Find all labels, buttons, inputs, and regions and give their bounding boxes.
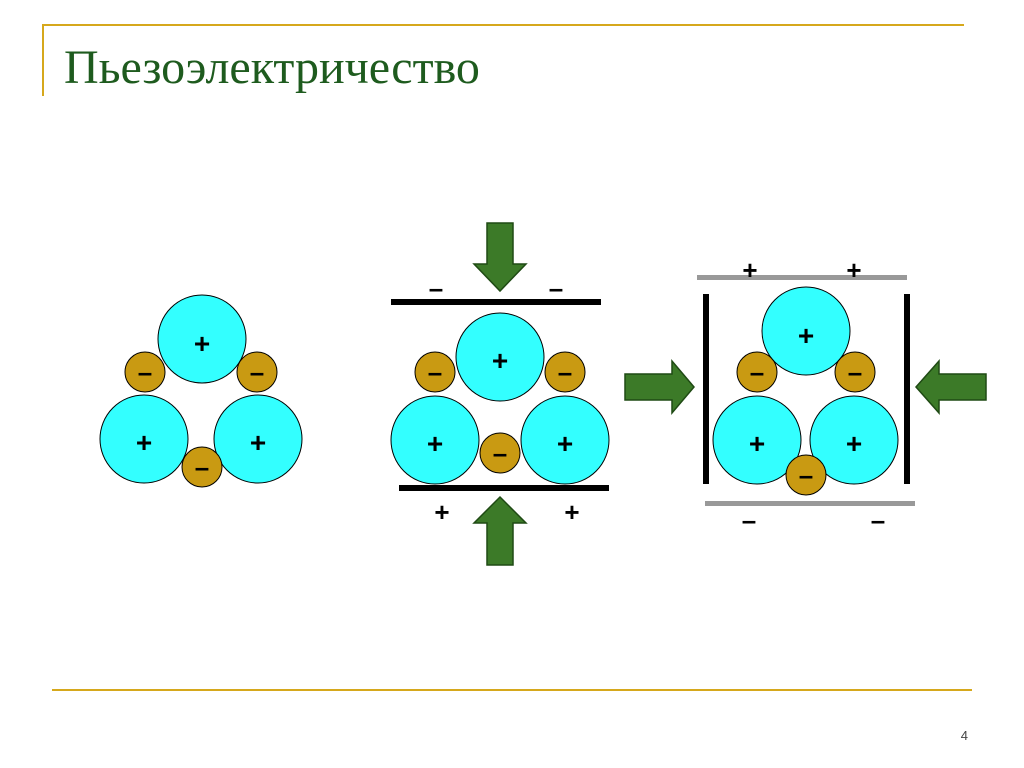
negative-ion bbox=[414, 351, 456, 393]
positive-ion bbox=[455, 312, 545, 402]
minus-sign: – bbox=[250, 357, 264, 387]
horizontal-compression-cell: + + – – + + + – – – bbox=[624, 255, 987, 535]
minus-sign: – bbox=[558, 357, 572, 387]
negative-ion bbox=[479, 432, 521, 474]
page-number: 4 bbox=[960, 728, 968, 743]
right-electrode bbox=[904, 294, 910, 484]
unstrained-cell: + + + – – – bbox=[99, 294, 303, 488]
positive-ion bbox=[809, 395, 899, 485]
positive-ion bbox=[99, 394, 189, 484]
plus-sign: + bbox=[427, 428, 443, 459]
minus-sign: – bbox=[750, 357, 764, 387]
positive-ion bbox=[520, 395, 610, 485]
plus-sign: + bbox=[846, 255, 861, 285]
bottom-electrode bbox=[399, 485, 609, 491]
minus-sign: – bbox=[493, 438, 507, 468]
positive-ion bbox=[390, 395, 480, 485]
slide-title: Пьезоэлектричество bbox=[64, 41, 480, 94]
plus-sign: + bbox=[749, 428, 765, 459]
minus-sign: – bbox=[428, 357, 442, 387]
arrow-left-icon bbox=[914, 359, 987, 415]
arrow-down-icon bbox=[472, 222, 528, 293]
footer-rule bbox=[52, 689, 972, 691]
minus-sign: – bbox=[799, 460, 813, 490]
plus-sign: + bbox=[250, 427, 266, 458]
plus-sign: + bbox=[798, 320, 814, 351]
top-gray-electrode bbox=[697, 275, 907, 280]
positive-ion bbox=[157, 294, 247, 384]
minus-sign: – bbox=[549, 273, 563, 303]
minus-sign: – bbox=[742, 505, 756, 535]
plus-sign: + bbox=[564, 497, 579, 527]
plus-sign: + bbox=[492, 345, 508, 376]
negative-ion bbox=[124, 351, 166, 393]
plus-sign: + bbox=[742, 255, 757, 285]
plus-sign: + bbox=[136, 427, 152, 458]
plus-sign: + bbox=[434, 497, 449, 527]
positive-ion bbox=[712, 395, 802, 485]
title-top-rule bbox=[42, 24, 964, 26]
plus-sign: + bbox=[194, 328, 210, 359]
title-left-rule bbox=[42, 24, 44, 96]
minus-sign: – bbox=[429, 273, 443, 303]
plus-sign: + bbox=[557, 428, 573, 459]
negative-ion bbox=[785, 454, 827, 496]
positive-ion bbox=[761, 286, 851, 376]
positive-ion bbox=[213, 394, 303, 484]
minus-sign: – bbox=[195, 452, 209, 482]
negative-ion bbox=[236, 351, 278, 393]
bottom-gray-electrode bbox=[705, 501, 915, 506]
minus-sign: – bbox=[848, 357, 862, 387]
plus-sign: + bbox=[846, 428, 862, 459]
top-electrode bbox=[391, 299, 601, 305]
negative-ion bbox=[181, 446, 223, 488]
negative-ion bbox=[736, 351, 778, 393]
negative-ion bbox=[834, 351, 876, 393]
minus-sign: – bbox=[871, 505, 885, 535]
arrow-up-icon bbox=[472, 495, 528, 566]
minus-sign: – bbox=[138, 357, 152, 387]
arrow-right-icon bbox=[624, 358, 695, 416]
left-electrode bbox=[703, 294, 709, 484]
vertical-compression-cell: – – + + + + + – – – bbox=[390, 222, 610, 566]
negative-ion bbox=[544, 351, 586, 393]
